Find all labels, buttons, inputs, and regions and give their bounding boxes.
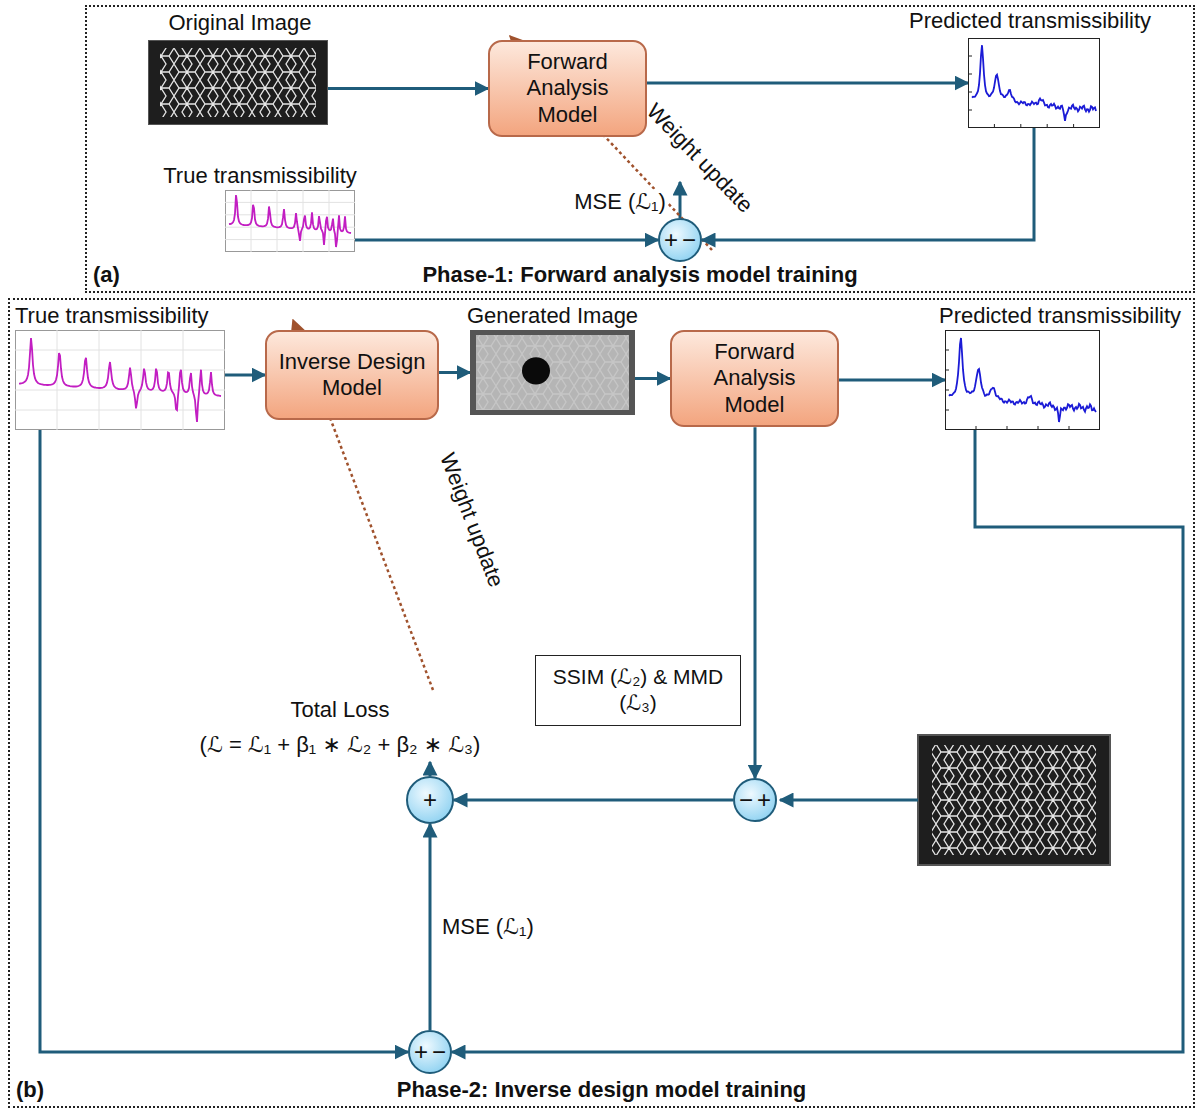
transmissibility-plot (945, 330, 1100, 430)
box-label: Inverse Design Model (277, 349, 427, 402)
edge-label: MSE (ℒ₁) (440, 914, 536, 939)
sign: + (757, 788, 771, 812)
flow-arrow (439, 371, 470, 374)
figure-area (148, 40, 328, 125)
figure-node: True transmissibility (140, 163, 380, 253)
sign: − (432, 1040, 446, 1064)
figure-title: Original Image (168, 10, 311, 35)
flow-arrow (454, 799, 733, 802)
model-box: Forward Analysis Model (488, 40, 647, 137)
loss-formula: Total Loss (288, 697, 391, 722)
transmissibility-plot (225, 190, 355, 252)
figure-title: True transmissibility (15, 303, 209, 328)
flow-arrow (355, 239, 658, 242)
figure-area (225, 190, 355, 252)
figure-node: Predicted transmissibility (930, 303, 1190, 433)
figure-node: Predicted transmissibility (905, 8, 1155, 130)
model-box: Forward Analysis Model (670, 330, 839, 427)
phase-title: Phase-1: Forward analysis model training (422, 262, 857, 287)
box-label: SSIM (ℒ₂) & MMD (ℒ₃) (546, 664, 730, 717)
flow-arrow (635, 377, 670, 380)
flow-arrow (452, 430, 1183, 1052)
figure-title: Generated Image (467, 303, 638, 328)
sum-junction: +− (658, 218, 702, 262)
transmissibility-plot (15, 330, 225, 430)
panel-tag: (a) (93, 262, 120, 287)
box-label: Forward Analysis Model (682, 339, 827, 418)
loss-arrow (429, 762, 432, 776)
figure-node: Original Image (140, 10, 340, 128)
lattice-image (148, 40, 328, 125)
figure-title: True transmissibility (163, 163, 357, 188)
flow-arrow (225, 374, 265, 377)
sum-junction: −+ (733, 778, 777, 822)
mse-arrow (679, 182, 682, 218)
figure-area (968, 38, 1100, 128)
sign: + (423, 788, 437, 812)
loss-formula: (ℒ = ℒ₁ + β₁ ∗ ℒ₂ + β₂ ∗ ℒ₃) (198, 732, 483, 757)
sign: − (682, 228, 696, 252)
sign: − (739, 788, 753, 812)
weight-update-label: Weight update (434, 448, 510, 593)
flow-arrow (328, 87, 488, 90)
figure-title: Predicted transmissibility (909, 8, 1151, 33)
model-box: Inverse Design Model (265, 330, 439, 420)
figure-area (15, 330, 225, 430)
sum-junction: +− (408, 1030, 452, 1074)
flow-arrow (429, 824, 432, 1030)
figure-area (945, 330, 1100, 430)
image-arrow (780, 799, 918, 802)
dotted-panel: (a) Phase-1: Forward analysis model train… (85, 5, 1195, 293)
dotted-panel: (b) Phase-2: Inverse design model trainin… (8, 298, 1195, 1108)
flow-arrow (702, 128, 1034, 240)
phase-title: Phase-2: Inverse design model training (397, 1077, 807, 1102)
sign: + (664, 228, 678, 252)
box-label: Forward Analysis Model (500, 49, 635, 128)
generated-image (470, 330, 635, 415)
figure-title: Predicted transmissibility (939, 303, 1181, 328)
transmissibility-plot (968, 38, 1100, 128)
original-image-b (918, 735, 1110, 865)
flow-arrow (647, 82, 968, 85)
figure-area (470, 330, 635, 415)
panel-tag: (b) (16, 1077, 44, 1102)
flow-arrow (754, 427, 757, 778)
sum-junction: + (406, 776, 454, 824)
loss-label: MSE (ℒ₁) (572, 189, 668, 214)
flow-arrow (839, 379, 945, 382)
figure-node: Generated Image (460, 303, 645, 418)
sign: + (414, 1040, 428, 1064)
loss-box: SSIM (ℒ₂) & MMD (ℒ₃) (535, 655, 741, 726)
figure-node: True transmissibility (12, 303, 247, 433)
